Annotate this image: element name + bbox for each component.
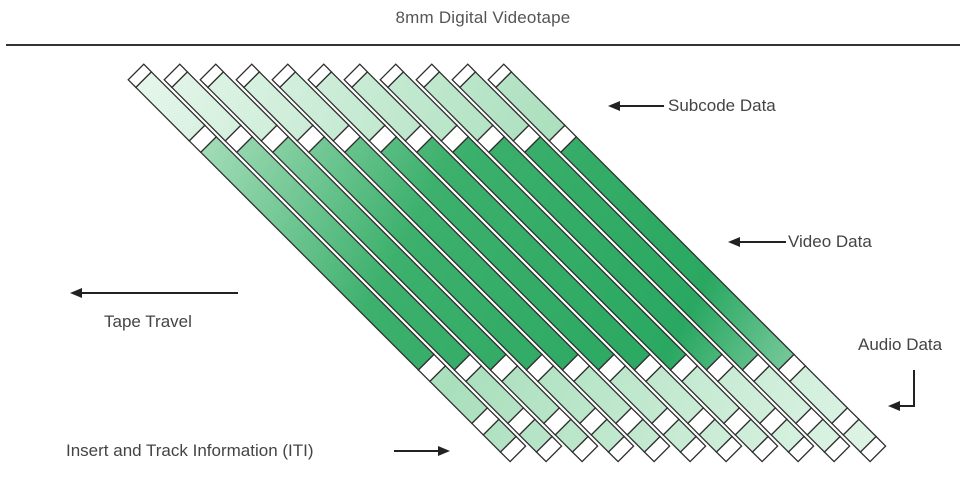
track-cap-bottom [571, 435, 599, 463]
tape-track [379, 63, 779, 463]
track-cap-bottom [823, 435, 851, 463]
track-cap-bottom [751, 435, 779, 463]
tape-track [415, 63, 815, 463]
tape-track [271, 63, 671, 463]
tape-track [235, 63, 635, 463]
track-cap-bottom [715, 435, 743, 463]
track-cap-bottom [535, 435, 563, 463]
tape-track [307, 63, 707, 463]
tape-track [451, 63, 851, 463]
track-cap-bottom [859, 435, 887, 463]
diagram-title: 8mm Digital Videotape [395, 8, 571, 27]
track-cap-bottom [679, 435, 707, 463]
track-cap-bottom [607, 435, 635, 463]
title-rule [6, 44, 960, 46]
video-arrow [728, 237, 786, 247]
track-cap-bottom [787, 435, 815, 463]
video-data-label: Video Data [788, 232, 872, 251]
tape-track [487, 63, 887, 463]
tape-travel-arrow [70, 288, 238, 298]
tape-track [163, 63, 563, 463]
subcode-arrow [608, 101, 664, 111]
iti-arrow [394, 446, 450, 456]
tape-track [343, 63, 743, 463]
track-cap-bottom [499, 435, 527, 463]
audio-arrow [888, 370, 915, 411]
audio-data-label: Audio Data [858, 335, 943, 354]
tape-track [127, 63, 527, 463]
subcode-data-label: Subcode Data [668, 96, 776, 115]
track-cap-bottom [643, 435, 671, 463]
iti-label: Insert and Track Information (ITI) [66, 441, 314, 460]
tape-track [199, 63, 599, 463]
tape-travel-label: Tape Travel [104, 312, 192, 331]
